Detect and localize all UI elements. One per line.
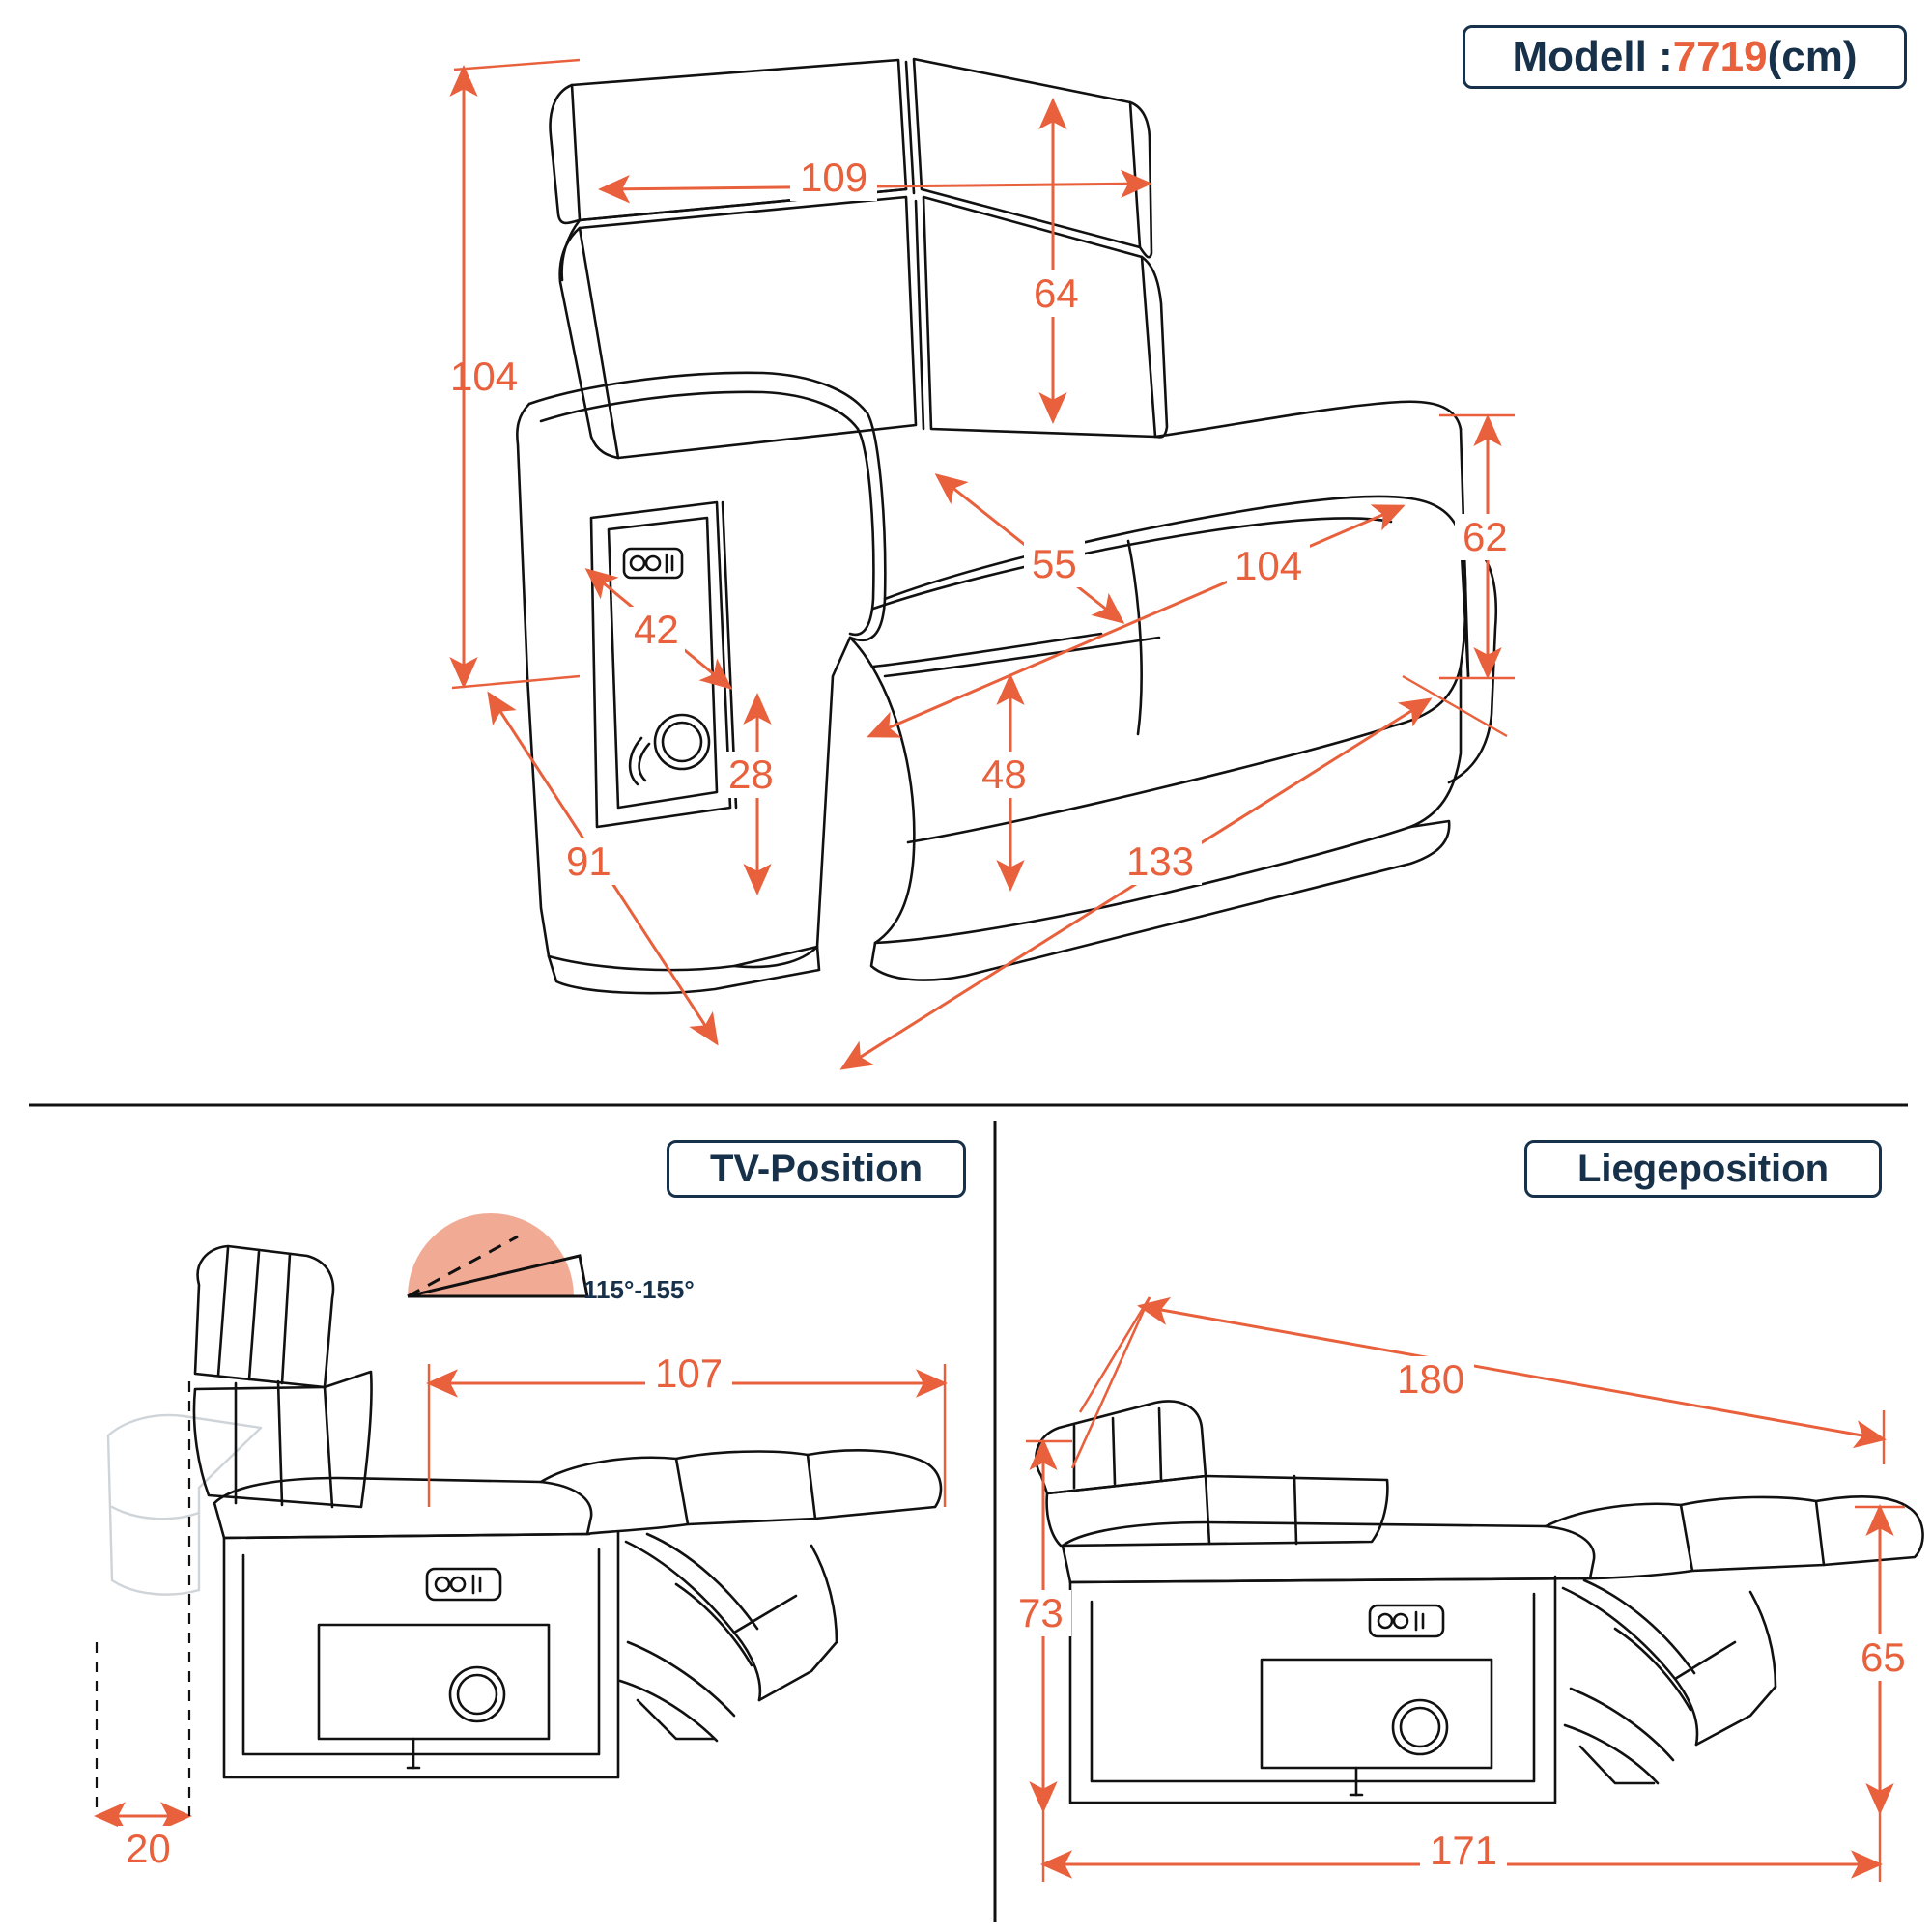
model-number: 7719 [1672,33,1768,80]
dim-arm-panel-height: 28 [721,752,781,798]
dim-height-total: 104 [450,354,519,399]
dim-backrest-height: 64 [1026,270,1087,317]
dim-seat-height: 48 [974,752,1035,798]
tv-position-title: TV-Position [667,1140,966,1198]
dim-backrest-width: 109 [790,155,878,201]
angle-arc-icon [407,1213,589,1298]
dim-lie-length: 171 [1420,1828,1508,1874]
dim-lie-front-height: 65 [1853,1634,1914,1681]
dim-depth: 91 [558,838,619,885]
dim-arm-height: 62 [1455,514,1516,560]
dim-arm-panel-width: 42 [628,607,685,653]
model-unit: (cm) [1767,33,1858,80]
model-label: Modell : [1512,33,1673,80]
dim-lie-back-height: 73 [1010,1590,1071,1636]
dim-seat-width: 104 [1227,543,1311,589]
model-badge: Modell : 7719 (cm) [1463,25,1907,89]
dim-tv-length: 107 [645,1350,733,1397]
dim-total-width: 133 [1119,838,1203,885]
dim-wall-clearance: 20 [118,1826,179,1872]
angle-range-label: 115°-155° [583,1275,695,1304]
dim-lie-diagonal: 180 [1387,1356,1475,1403]
dim-seat-depth: 55 [1024,541,1085,587]
liege-position-title: Liegeposition [1524,1140,1882,1198]
